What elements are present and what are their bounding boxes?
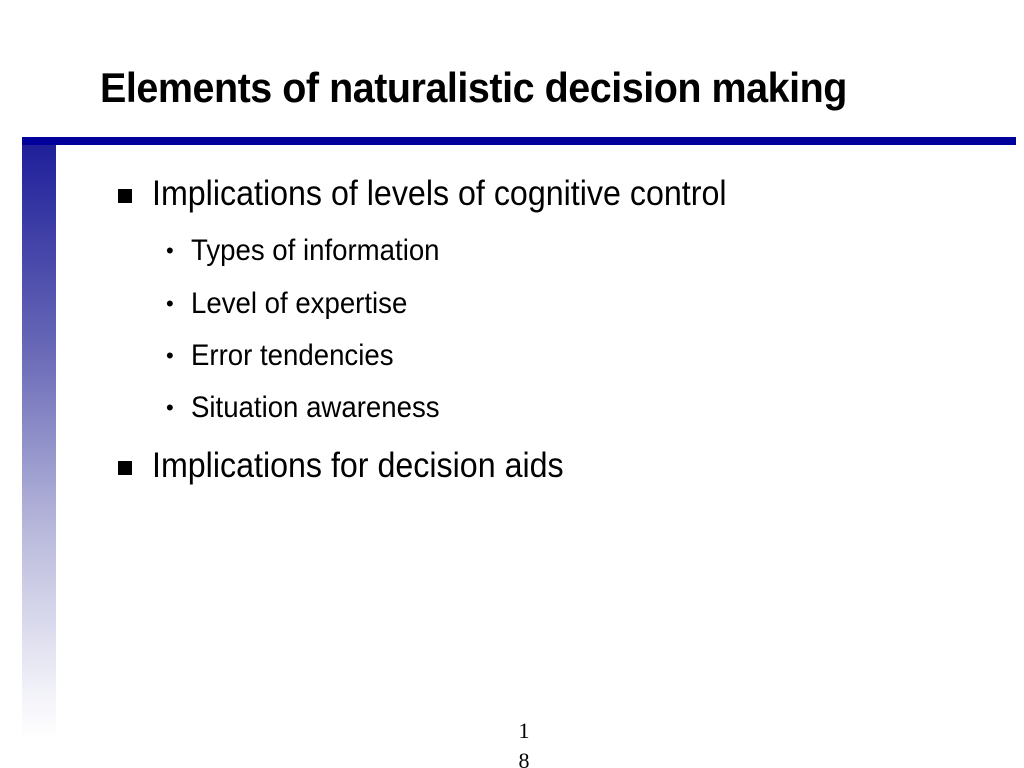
title-underline-bar — [22, 137, 1016, 145]
sub-bullet-item: • Level of expertise — [166, 287, 426, 321]
bullet-text: Implications of levels of cognitive cont… — [152, 174, 727, 213]
dot-bullet-icon: • — [166, 238, 174, 263]
dot-bullet-icon: • — [166, 343, 174, 368]
square-bullet-icon — [118, 461, 132, 475]
gradient-side-bar — [22, 145, 56, 740]
sub-bullet-text: Error tendencies — [191, 339, 394, 372]
slide-title: Elements of naturalistic decision making — [100, 64, 847, 111]
dot-bullet-icon: • — [166, 291, 174, 316]
sub-bullet-item: • Situation awareness — [166, 391, 461, 425]
sub-bullet-text: Types of information — [191, 234, 440, 267]
sub-bullet-item: • Types of information — [166, 234, 461, 268]
square-bullet-icon — [118, 189, 132, 203]
sub-bullet-text: Level of expertise — [191, 287, 408, 320]
sub-bullet-item: • Error tendencies — [166, 339, 411, 373]
bullet-text: Implications for decision aids — [152, 446, 564, 485]
bullet-item: Implications for decision aids — [118, 446, 599, 486]
dot-bullet-icon: • — [166, 395, 174, 420]
page-number: 18 — [518, 718, 530, 768]
sub-bullet-text: Situation awareness — [191, 391, 440, 424]
bullet-item: Implications of levels of cognitive cont… — [118, 174, 776, 214]
